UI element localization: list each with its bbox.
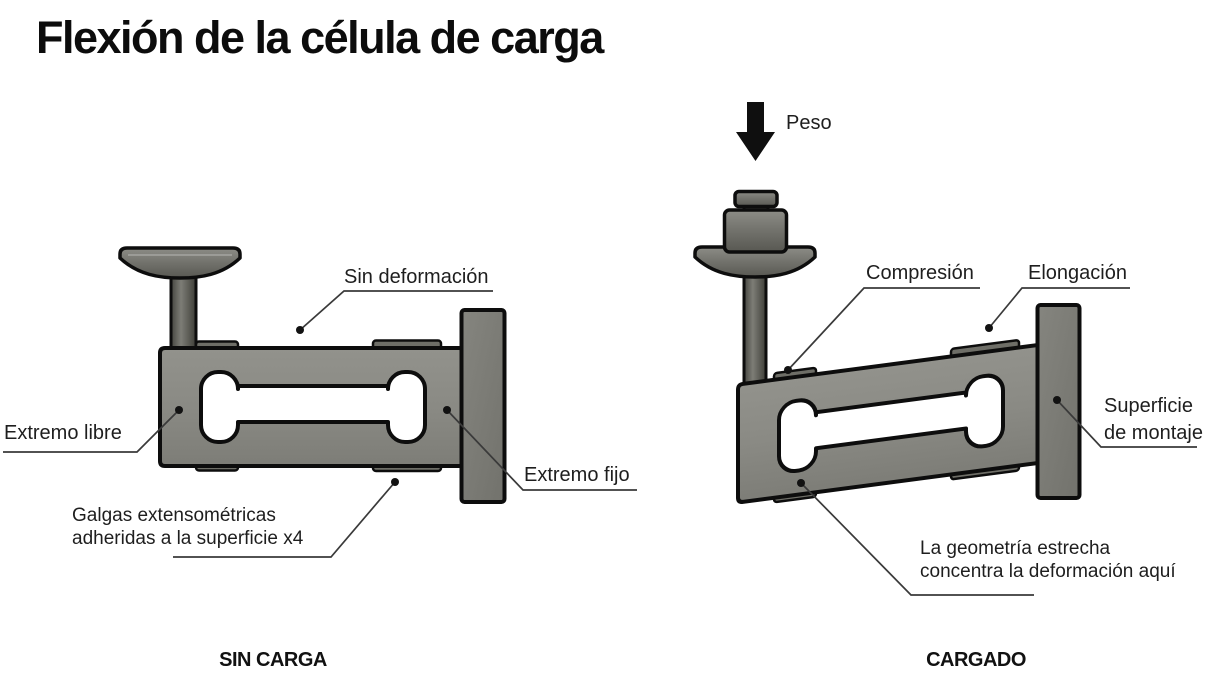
label-strain-gauges: Galgas extensométricas adheridas a la su… <box>72 504 303 550</box>
dot-free-end <box>175 406 183 414</box>
load-button-stem-loaded <box>742 262 768 394</box>
load-button-disc <box>118 246 242 280</box>
mounting-plate-left <box>459 308 507 504</box>
leader-narrow-geometry <box>800 482 1034 596</box>
unloaded-cell-figure <box>118 246 507 504</box>
unloaded-beam <box>158 338 466 473</box>
loaded-cell-figure <box>693 102 1082 508</box>
leader-elongation <box>988 287 1130 329</box>
leader-lines <box>3 287 1197 596</box>
label-mounting-surface-line2: de montaje <box>1104 422 1203 444</box>
weight-arrow-icon <box>736 102 775 161</box>
label-narrow-geometry-line2: concentra la deformación aquí <box>920 561 1176 582</box>
label-fixed-end: Extremo fijo <box>524 464 630 486</box>
leader-compression <box>787 287 980 371</box>
label-narrow-geometry: La geometría estrecha concentra la defor… <box>920 537 1176 583</box>
label-mounting-surface: Superficie de montaje <box>1104 393 1203 447</box>
dot-compression <box>784 366 792 374</box>
leader-mounting-surface <box>1056 399 1197 448</box>
dot-fixed-end <box>443 406 451 414</box>
label-strain-gauges-line1: Galgas extensométricas <box>72 505 276 526</box>
leader-strain-gauges <box>173 481 396 558</box>
leader-fixed-end <box>446 409 637 491</box>
dot-strain-gauges <box>391 478 399 486</box>
load-button-stem <box>169 264 198 354</box>
label-compression: Compresión <box>866 262 974 284</box>
load-button-block <box>722 208 789 254</box>
dot-elongation <box>985 324 993 332</box>
caption-unloaded: SIN CARGA <box>219 649 327 671</box>
loaded-beam-skewed <box>738 337 1042 508</box>
load-button-cap <box>733 189 779 209</box>
leader-free-end <box>3 409 180 453</box>
page-title: Flexión de la célula de carga <box>36 12 604 63</box>
leader-dots <box>175 324 1061 487</box>
label-weight: Peso <box>786 112 832 134</box>
leader-no-deformation <box>299 290 493 331</box>
dot-narrow-geometry <box>797 479 805 487</box>
label-strain-gauges-line2: adheridas a la superficie x4 <box>72 528 304 549</box>
label-narrow-geometry-line1: La geometría estrecha <box>920 538 1111 559</box>
dot-mounting-surface <box>1053 396 1061 404</box>
dot-no-deformation <box>296 326 304 334</box>
label-no-deformation: Sin deformación <box>344 266 489 288</box>
label-mounting-surface-line1: Superficie <box>1104 395 1193 417</box>
label-free-end: Extremo libre <box>4 422 122 444</box>
label-elongation: Elongación <box>1028 262 1127 284</box>
caption-loaded: CARGADO <box>926 649 1026 671</box>
